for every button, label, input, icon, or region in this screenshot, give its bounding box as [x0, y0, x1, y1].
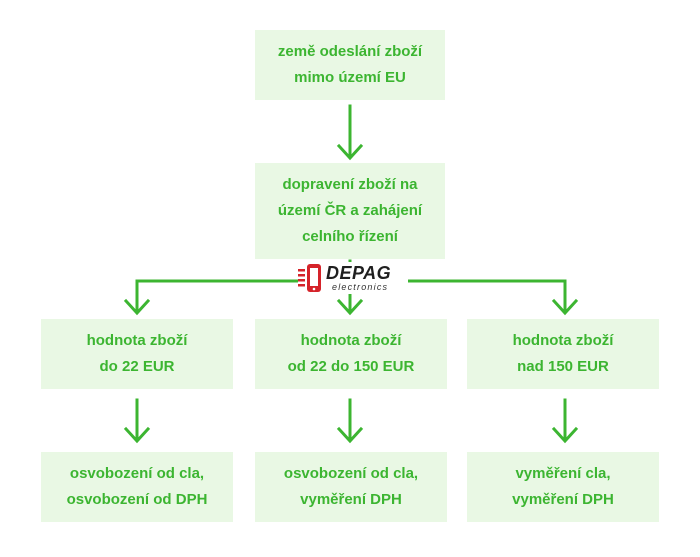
node-result-high: vyměření cla, vyměření DPH [467, 452, 659, 522]
phone-logo-icon [298, 264, 321, 292]
arrowhead-value-mid [336, 298, 364, 316]
node-value-low: hodnota zboží do 22 EUR [41, 319, 233, 389]
node-result-mid: osvobození od cla, vyměření DPH [255, 452, 447, 522]
arrowhead-result-low [123, 426, 151, 444]
node-value-mid: hodnota zboží od 22 do 150 EUR [255, 319, 447, 389]
depag-logo: DEPAG electronics [298, 262, 408, 294]
node-origin: země odeslání zboží mimo území EU [255, 30, 445, 100]
logo-wordmark: DEPAG [326, 263, 392, 283]
arrowhead-value-low [123, 298, 151, 316]
node-transport: dopravení zboží na území ČR a zahájení c… [255, 163, 445, 259]
arrowhead-result-high [551, 426, 579, 444]
node-result-low: osvobození od cla, osvobození od DPH [41, 452, 233, 522]
logo-subtitle: electronics [332, 282, 389, 292]
node-value-high: hodnota zboží nad 150 EUR [467, 319, 659, 389]
arrowhead-result-mid [336, 426, 364, 444]
arrowhead-value-high [551, 298, 579, 316]
arrowhead-transport [336, 143, 364, 161]
